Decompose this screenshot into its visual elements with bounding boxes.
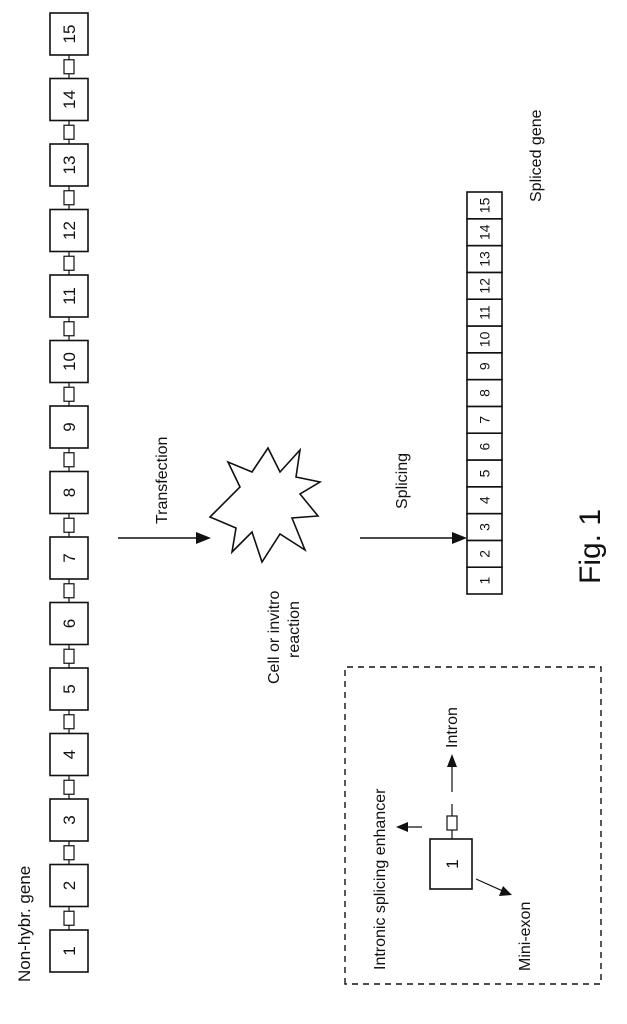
spliced-exon-number: 15 [477, 197, 493, 213]
mini-exon [64, 518, 74, 532]
intron-arrowhead [447, 754, 457, 767]
enhancer-label: Intronic splicing enhancer [372, 788, 389, 970]
exon-number: 8 [60, 488, 79, 497]
transfection-label: Transfection [154, 437, 171, 524]
spliced-exon-number: 12 [477, 278, 493, 294]
cell-reaction-starburst [210, 448, 320, 562]
mini-exon [64, 322, 74, 336]
cell-label-line2: reaction [286, 601, 303, 658]
exon-number: 2 [60, 881, 79, 890]
enhancer-arrowhead [396, 822, 408, 832]
exon-number: 4 [60, 750, 79, 759]
miniexon-arrow [476, 879, 505, 892]
gene-row: 123456789101112131415 [50, 13, 88, 972]
exon-number: 15 [60, 25, 79, 44]
exon-number: 11 [60, 287, 79, 305]
exon-number: 13 [60, 156, 79, 175]
spliced-gene-row: 123456789101112131415 [467, 192, 502, 594]
legend-exon-number: 1 [443, 859, 462, 868]
exon-number: 12 [60, 221, 79, 240]
mini-exon [64, 125, 74, 139]
legend-mini-exon [447, 816, 457, 830]
spliced-exon-number: 8 [477, 389, 493, 397]
exon-number: 5 [60, 684, 79, 693]
mini-exon [64, 387, 74, 401]
gene-label: Non-hybr. gene [15, 866, 34, 982]
transfection-arrowhead [196, 532, 211, 544]
mini-exon [64, 715, 74, 729]
exon-number: 6 [60, 619, 79, 628]
miniexon-arrowhead [499, 886, 512, 896]
figure-label: Fig. 1 [574, 509, 607, 584]
spliced-exon-number: 9 [477, 362, 493, 370]
splicing-arrowhead [452, 532, 467, 544]
exon-number: 3 [60, 815, 79, 824]
spliced-exon-number: 2 [477, 550, 493, 558]
spliced-exon-number: 7 [477, 416, 493, 424]
mini-exon [64, 584, 74, 598]
exon-number: 14 [60, 90, 79, 109]
mini-exon [64, 780, 74, 794]
mini-exon [64, 649, 74, 663]
cell-label-line1: Cell or invitro [266, 591, 283, 684]
spliced-exon-number: 3 [477, 523, 493, 531]
exon-number: 1 [60, 946, 79, 955]
spliced-exon-number: 13 [477, 251, 493, 267]
exon-number: 9 [60, 422, 79, 431]
splicing-label: Splicing [394, 453, 411, 509]
spliced-exon-number: 14 [477, 224, 493, 240]
spliced-exon-number: 5 [477, 469, 493, 477]
mini-exon [64, 911, 74, 925]
spliced-exon-number: 10 [477, 331, 493, 347]
mini-exon [64, 453, 74, 467]
spliced-gene-label: Spliced gene [528, 109, 545, 202]
spliced-exon-number: 6 [477, 442, 493, 450]
spliced-exon-number: 4 [477, 496, 493, 504]
mini-exon [64, 256, 74, 270]
spliced-exon-number: 1 [477, 576, 493, 584]
miniexon-label: Mini-exon [517, 902, 534, 971]
intron-label: Intron [444, 707, 461, 748]
mini-exon [64, 191, 74, 205]
spliced-exon-number: 11 [477, 305, 493, 320]
exon-number: 10 [60, 352, 79, 371]
exon-number: 7 [60, 553, 79, 562]
mini-exon [64, 60, 74, 74]
mini-exon [64, 846, 74, 860]
